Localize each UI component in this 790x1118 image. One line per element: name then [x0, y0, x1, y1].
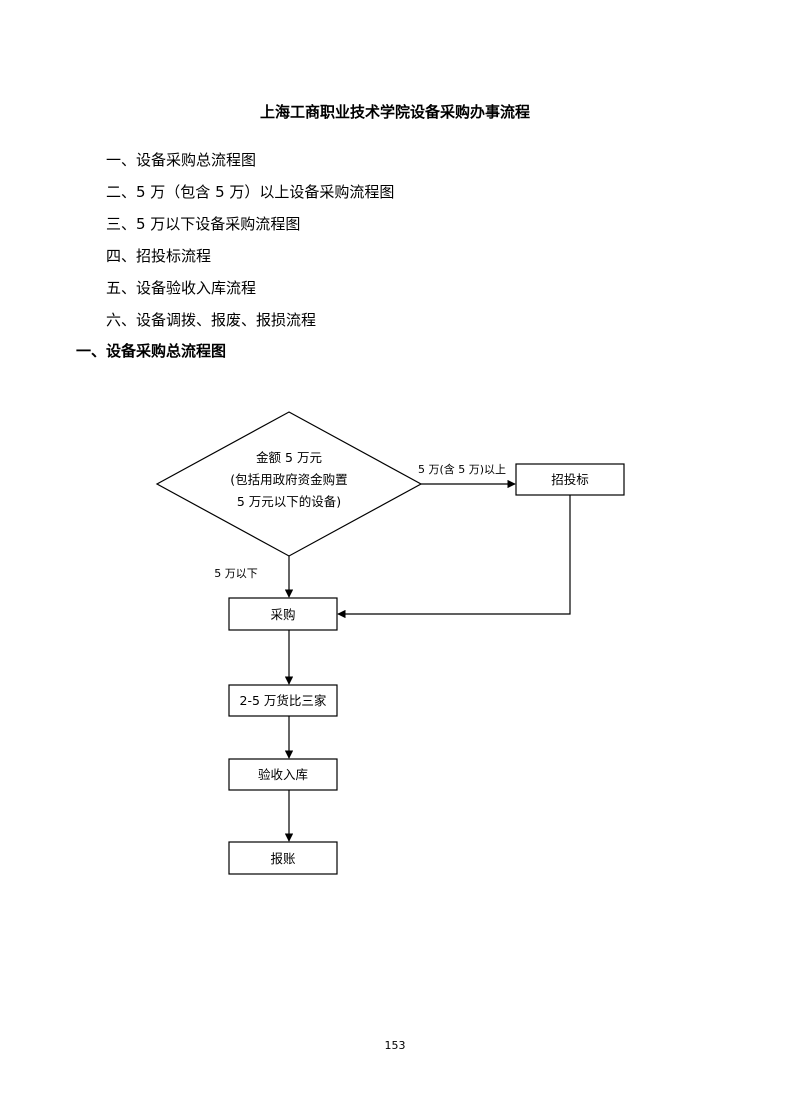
- node-reimburse: [228, 841, 338, 875]
- node-warehouse: [228, 758, 338, 791]
- edge-label-above-5w: 5 万(含 5 万)以上: [418, 462, 506, 476]
- toc-item-3: 三、5 万以下设备采购流程图: [106, 215, 301, 233]
- edge-label-below-5w: 5 万以下: [214, 567, 258, 580]
- toc-item-5: 五、设备验收入库流程: [106, 279, 257, 297]
- page-number: 153: [384, 1039, 406, 1052]
- arrow-bidding-to-purchase: [337, 495, 571, 619]
- toc-item-2: 二、5 万（包含 5 万）以上设备采购流程图: [106, 183, 395, 201]
- toc-item-1: 一、设备采购总流程图: [106, 151, 257, 169]
- node-warehouse-label: 验收入库: [258, 767, 308, 782]
- node-bidding: [515, 463, 625, 496]
- decision-line-1: 金额 5 万元: [256, 450, 322, 465]
- decision-line-2: (包括用政府资金购置: [230, 472, 347, 487]
- node-purchase-label: 采购: [270, 607, 295, 622]
- decision-line-3: 5 万元以下的设备): [237, 494, 341, 509]
- page-title: 上海工商职业技术学院设备采购办事流程: [259, 103, 530, 121]
- toc-item-4: 四、招投标流程: [106, 247, 212, 265]
- node-purchase: [228, 597, 338, 631]
- node-reimburse-label: 报账: [270, 851, 296, 866]
- section-heading: 一、设备采购总流程图: [76, 342, 227, 360]
- table-of-contents: 一、设备采购总流程图 二、5 万（包含 5 万）以上设备采购流程图 三、5 万以…: [106, 148, 394, 340]
- node-compare: [228, 684, 338, 717]
- node-bidding-label: 招投标: [551, 472, 589, 487]
- node-compare-label: 2-5 万货比三家: [240, 693, 327, 708]
- toc-item-6: 六、设备调拨、报废、报损流程: [106, 311, 317, 329]
